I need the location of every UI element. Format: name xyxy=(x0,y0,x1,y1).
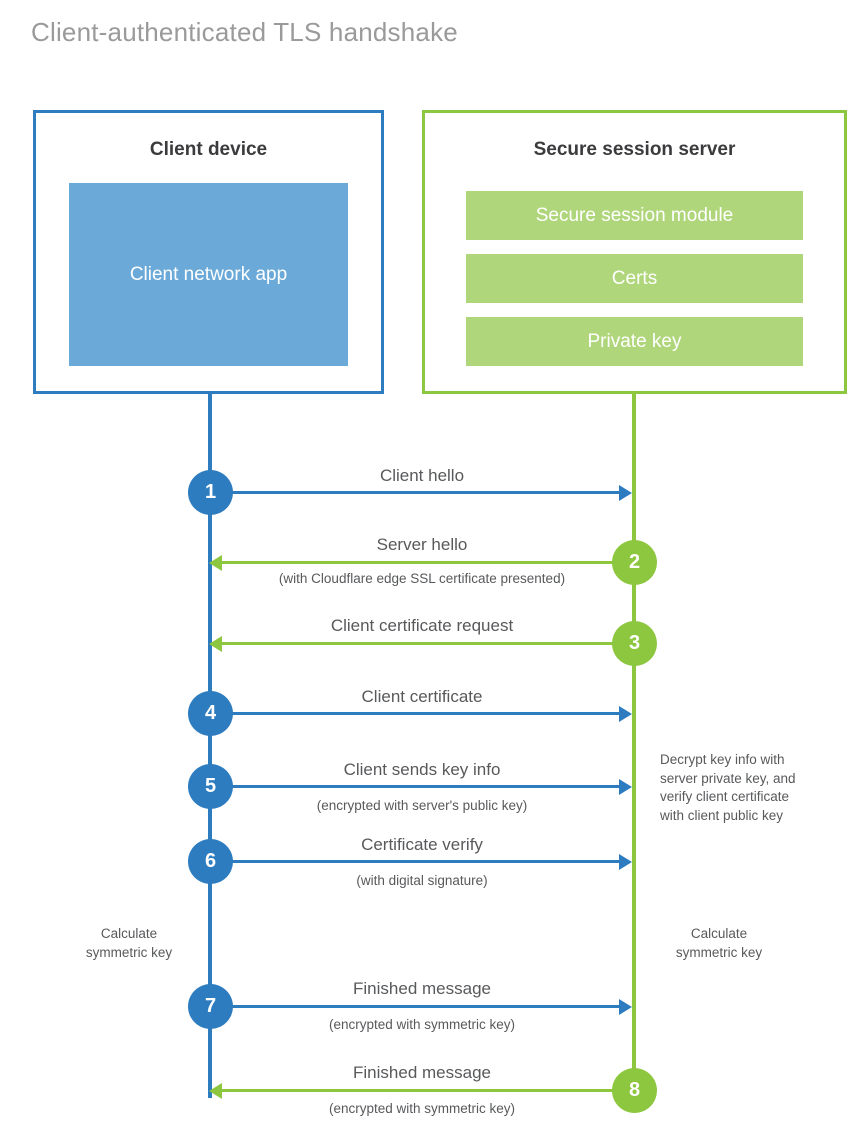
note-server-decrypt: Decrypt key info with server private key… xyxy=(660,751,840,826)
step-7-circle[interactable]: 7 xyxy=(188,984,233,1029)
step-8-arrow-head xyxy=(209,1083,222,1099)
note-client-calc-line-1: Calculate xyxy=(100,926,158,941)
step-3-label: Client certificate request xyxy=(330,616,514,635)
step-4-label: Client certificate xyxy=(361,687,483,706)
step-2-sublabel: (with Cloudflare edge SSL certificate pr… xyxy=(278,571,566,586)
step-3-circle[interactable]: 3 xyxy=(612,621,657,666)
note-client-calculate-symmetric-key: Calculate symmetric key xyxy=(58,925,200,962)
step-5-label: Client sends key info xyxy=(343,760,501,779)
client-lifeline xyxy=(208,392,212,1098)
step-7-sublabel: (encrypted with symmetric key) xyxy=(328,1017,516,1032)
step-8-circle[interactable]: 8 xyxy=(612,1068,657,1113)
step-2-arrow-line xyxy=(222,561,634,564)
step-8-label: Finished message xyxy=(353,1063,491,1082)
step-1-arrow-head xyxy=(619,485,632,501)
step-7-arrow-head xyxy=(619,999,632,1015)
note-server-decrypt-line-1: Decrypt key info with xyxy=(660,752,785,767)
client-device-box: Client device Client network app xyxy=(33,110,384,394)
server-bar-certs: Certs xyxy=(466,254,803,303)
step-8-sublabel: (encrypted with symmetric key) xyxy=(328,1101,516,1116)
step-3-arrow-head xyxy=(209,636,222,652)
server-lifeline xyxy=(632,392,636,1094)
step-4-circle[interactable]: 4 xyxy=(188,691,233,736)
note-server-decrypt-line-4: with client public key xyxy=(660,807,784,823)
step-2-circle[interactable]: 2 xyxy=(612,540,657,585)
client-device-title: Client device xyxy=(149,139,268,160)
step-6-arrow-head xyxy=(619,854,632,870)
client-network-app-block: Client network app xyxy=(69,183,348,366)
step-4-arrow-head xyxy=(619,706,632,722)
page-title: Client-authenticated TLS handshake xyxy=(31,17,458,47)
secure-session-server-title: Secure session server xyxy=(533,139,736,160)
secure-session-server-box: Secure session server Secure session mod… xyxy=(422,110,847,394)
step-6-label: Certificate verify xyxy=(361,835,483,854)
step-6-circle[interactable]: 6 xyxy=(188,839,233,884)
step-1-circle[interactable]: 1 xyxy=(188,470,233,515)
server-bar-private-key: Private key xyxy=(466,317,803,366)
step-3-arrow-line xyxy=(222,642,634,645)
step-1-arrow-line xyxy=(210,491,620,494)
step-2-arrow-head xyxy=(209,555,222,571)
server-bar-secure-session-module: Secure session module xyxy=(466,191,803,240)
step-5-sublabel: (encrypted with server's public key) xyxy=(316,798,528,813)
step-5-arrow-line xyxy=(210,785,620,788)
step-8-arrow-line xyxy=(222,1089,634,1092)
step-5-arrow-head xyxy=(619,779,632,795)
step-6-arrow-line xyxy=(210,860,620,863)
step-1-label: Client hello xyxy=(379,466,465,485)
step-6-sublabel: (with digital signature) xyxy=(356,873,488,888)
note-server-decrypt-line-3: verify client certificate xyxy=(660,789,790,805)
note-server-calc-line-2: symmetric key xyxy=(675,944,763,960)
step-5-circle[interactable]: 5 xyxy=(188,764,233,809)
note-server-decrypt-line-2: server private key, and xyxy=(660,770,796,786)
step-7-label: Finished message xyxy=(353,979,491,998)
step-7-arrow-line xyxy=(210,1005,620,1008)
note-server-calc-line-1: Calculate xyxy=(690,926,748,941)
note-server-calculate-symmetric-key: Calculate symmetric key xyxy=(648,925,790,962)
note-client-calc-line-2: symmetric key xyxy=(85,944,173,960)
step-2-label: Server hello xyxy=(376,535,468,554)
step-4-arrow-line xyxy=(210,712,620,715)
